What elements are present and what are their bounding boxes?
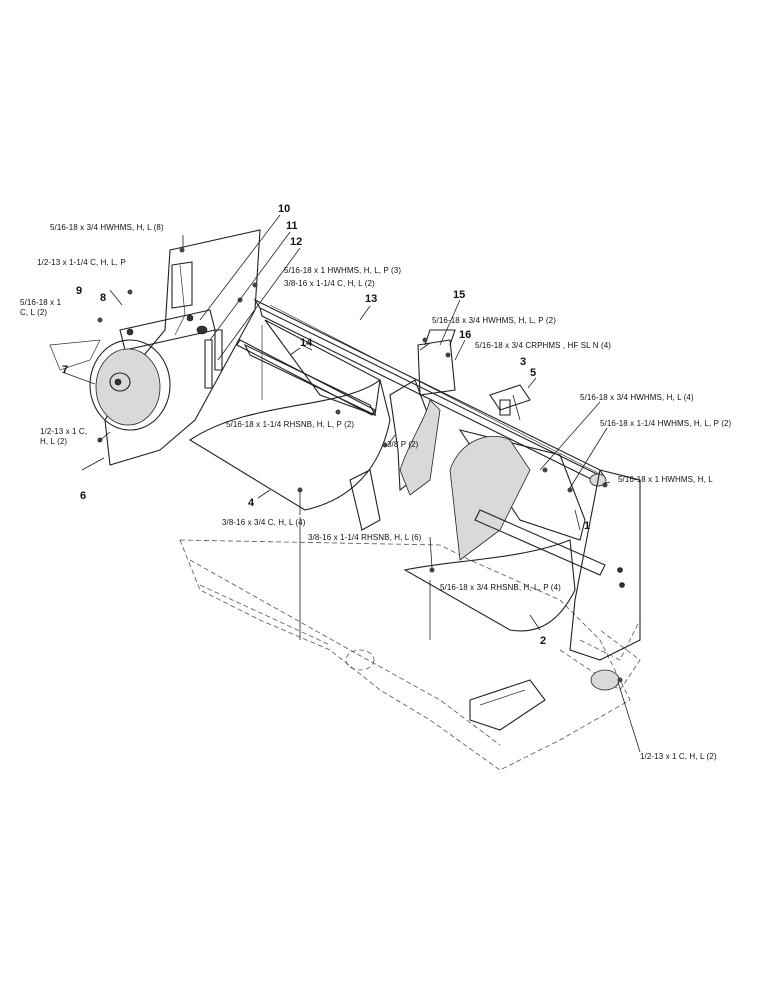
callout-3: 3 [520,356,527,368]
header-frame-dashed [179,539,641,771]
hardware-label: 3/8-16 x 3/4 C, H, L (4) [222,518,306,527]
hardware-label: 3/8-16 x 1-1/4 RHSNB, H, L (6) [308,533,422,542]
disk-wheel [49,339,171,431]
end-plate [104,229,261,466]
hardware-label: 5/16-18 x 1 HWHMS, H, L [618,475,713,484]
callout-11: 11 [286,220,298,232]
hardware-label: 1/2-13 x 1 C, H, L (2) [640,752,717,761]
callout-2: 2 [540,635,547,647]
hardware-label: 5/16-18 x 3/4 HWHMS, H, L, P (2) [432,316,556,325]
callout-7: 7 [62,364,69,376]
hardware-label: H, L (2) [40,437,68,446]
callout-14: 14 [300,337,313,349]
callout-4: 4 [248,497,255,509]
dividers [389,329,456,496]
leader-lines [61,214,641,753]
hardware-label: 5/16-18 x 1-1/4 HWHMS, H, L, P (2) [600,419,732,428]
callout-1: 1 [584,520,591,532]
hardware-label: 1/2-13 x 1-1/4 C, H, L, P [37,258,126,267]
callout-9: 9 [76,285,83,297]
hardware-label: C, L (2) [20,308,48,317]
hardware-label: 5/16-18 x 1 HWHMS, H, L, P (3) [284,266,402,275]
hardware-label: 5/16-18 x 3/4 CRPHMS , HF SL N (4) [475,341,612,350]
hardware-label: 3/8 P (2) [387,440,419,449]
hardware-markers [97,247,623,683]
hardware-label: 5/16-18 x 3/4 RHSNB, H, L, P (4) [440,583,561,592]
callout-5: 5 [530,367,537,379]
callout-15: 15 [453,289,466,301]
right-end-plate [569,469,641,661]
callout-12: 12 [290,236,303,248]
callout-10: 10 [278,203,291,215]
hardware-label: 5/16-18 x 1 [20,298,62,307]
hardware-label: 1/2-13 x 1 C, [40,427,88,436]
hardware-label: 5/16-18 x 1-1/4 RHSNB, H, L, P (2) [226,420,355,429]
hardware-label: 5/16-18 x 3/4 HWHMS, H, L (8) [50,223,164,232]
rod-14 [236,339,376,416]
hardware-label: 5/16-18 x 3/4 HWHMS, H, L (4) [580,393,694,402]
callout-13: 13 [365,293,378,305]
hardware-label: 3/8-16 x 1-1/4 C, H, L (2) [284,279,375,288]
callout-16: 16 [459,329,472,341]
rods [196,325,223,389]
callout-6: 6 [80,490,87,502]
left-pan [188,319,391,531]
right-pan [403,384,606,632]
callout-8: 8 [100,292,107,304]
